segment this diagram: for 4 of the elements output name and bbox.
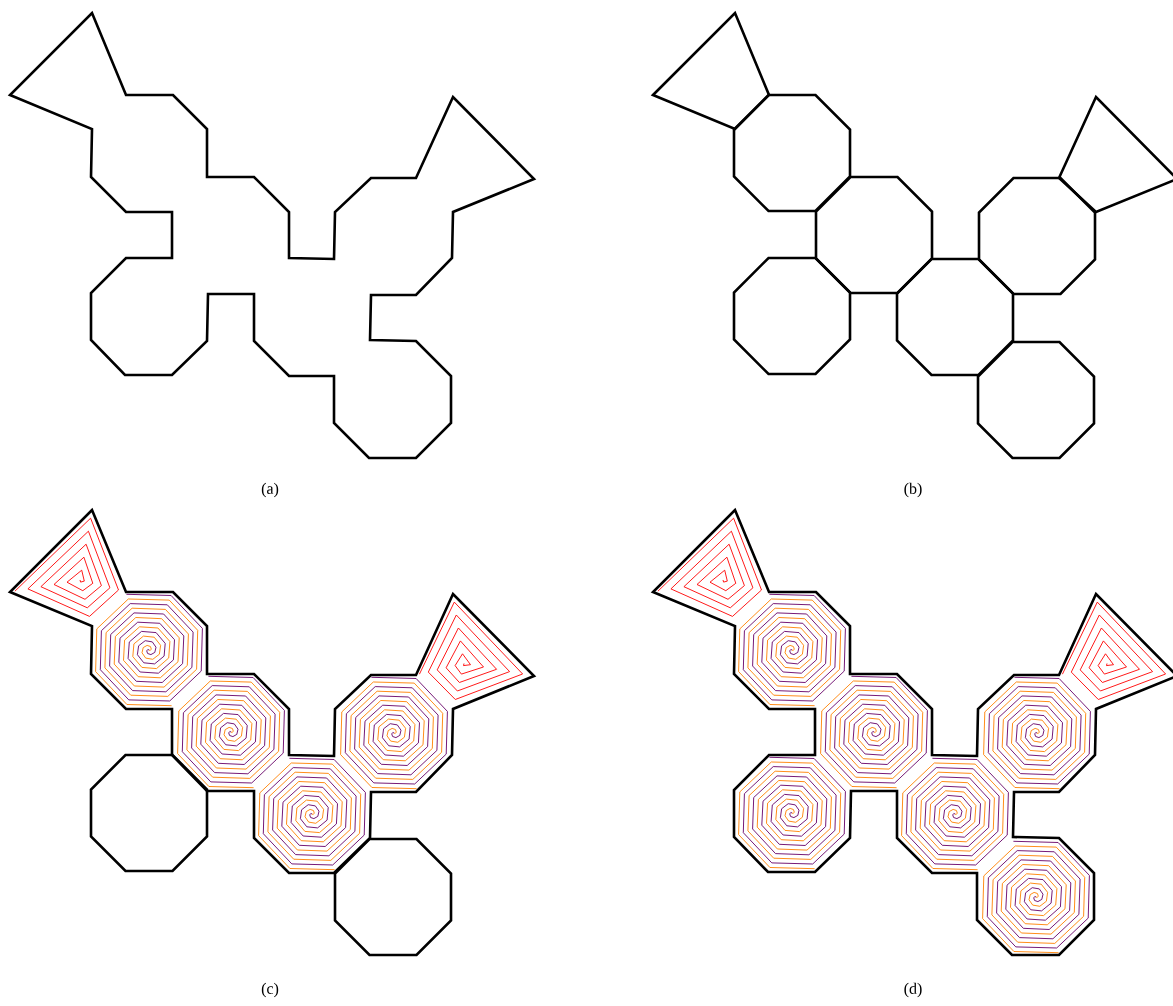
panel-label: (b) bbox=[904, 482, 922, 498]
panel-label: (d) bbox=[904, 982, 922, 998]
panel-label: (c) bbox=[261, 982, 279, 998]
panel-label: (a) bbox=[261, 482, 279, 498]
